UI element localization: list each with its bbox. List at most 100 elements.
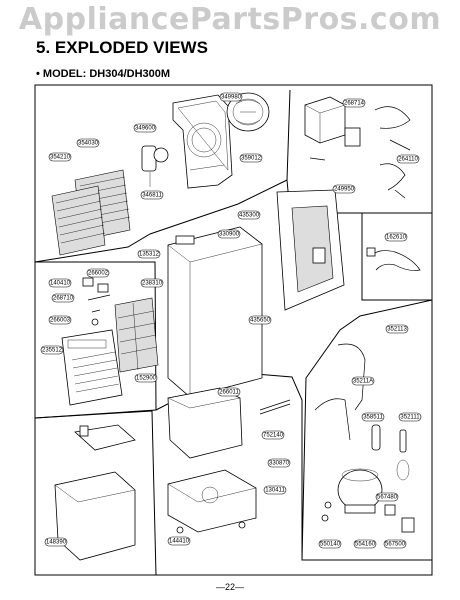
part-number-label: 752140 [263, 432, 284, 438]
part-callout-554160: 554160 [353, 539, 377, 549]
region-boundary-bucket [34, 410, 157, 576]
part-number-label: 148390 [46, 539, 67, 545]
region-boundary-cord [361, 213, 432, 301]
part-callout-330870: 330870 [267, 458, 291, 468]
part-callout-249950: 249950 [332, 184, 356, 194]
part-number-label: 264110 [398, 156, 418, 162]
part-number-label: 354030 [78, 140, 99, 146]
part-number-label: 140410 [50, 280, 71, 286]
part-number-label: 330900 [219, 231, 240, 237]
part-number-label: 358511 [363, 414, 383, 420]
part-callout-349600: 349600 [133, 123, 157, 133]
part-callout-140410: 140410 [48, 278, 72, 288]
capillary-parts [371, 424, 410, 481]
fan-shroud [226, 92, 270, 132]
drain-rod [259, 399, 291, 415]
part-number-label: 152900 [136, 375, 157, 381]
part-labels: 349980 349600 354030 354210 359012 346811 2687… [40, 92, 422, 549]
part-callout-135312: 135312 [137, 249, 161, 259]
part-number-label: 349600 [135, 125, 156, 131]
part-number-label: 352111 [400, 414, 420, 420]
region-boundary-fan [34, 89, 291, 263]
wire-harness [309, 106, 411, 199]
part-callout-330900: 330900 [217, 229, 241, 239]
part-number-label: 349980 [221, 94, 242, 100]
part-number-label: 249950 [334, 186, 355, 192]
part-number-label: 268714 [344, 100, 365, 106]
fan-housing [172, 94, 233, 189]
compressor [337, 468, 383, 514]
part-callout-162610: 162610 [384, 232, 408, 242]
part-number-label: 567500 [385, 541, 406, 547]
part-callout-238310: 238310 [140, 278, 164, 288]
part-callout-354210: 354210 [48, 152, 72, 162]
part-callout-358511: 358511 [361, 412, 385, 422]
part-callout-266011: 266011 [217, 387, 241, 397]
region-boundary-refrigeration [301, 299, 433, 561]
drain-pan [167, 387, 243, 459]
part-callout-359012: 359012 [239, 153, 263, 163]
part-number-label: 130411 [265, 487, 285, 493]
water-bucket [54, 471, 136, 561]
part-number-label: 268710 [53, 295, 74, 301]
part-callout-266003: 266003 [48, 315, 72, 325]
part-callout-567500: 567500 [383, 539, 407, 549]
part-callout-752140: 752140 [261, 430, 285, 440]
part-number-label: 550140 [320, 541, 341, 547]
part-callout-268714: 268714 [342, 98, 366, 108]
page-number: —22— [215, 582, 244, 592]
part-number-label: 144410 [169, 538, 190, 544]
part-callout-550140: 550140 [318, 539, 342, 549]
page-title: 5. EXPLODED VIEWS [36, 38, 208, 57]
part-callout-144410: 144410 [167, 536, 191, 546]
control-box [304, 96, 361, 147]
part-number-label: 346811 [142, 192, 162, 198]
part-number-label: 435300 [239, 212, 260, 218]
part-callout-130411: 130411 [263, 485, 287, 495]
part-number-label: 266011 [219, 389, 239, 395]
part-callout-268710: 268710 [51, 293, 75, 303]
part-callout-435300: 435300 [237, 210, 261, 220]
cabinet-case [167, 226, 263, 398]
part-number-label: 435650 [250, 317, 271, 323]
power-cord [366, 247, 421, 271]
part-number-label: 354210 [50, 154, 71, 160]
air-filter [114, 297, 159, 373]
part-callout-349980: 349980 [219, 92, 243, 102]
part-callout-35211a: 35211A [351, 376, 375, 386]
part-callout-264110: 264110 [396, 154, 420, 164]
part-number-label: 330870 [269, 460, 290, 466]
part-callout-354030: 354030 [76, 138, 100, 148]
refrigerant-tubing [314, 343, 366, 441]
control-panel-parts [82, 277, 111, 326]
part-number-label: 266002 [88, 270, 109, 276]
evaporator-coil [51, 185, 106, 256]
part-number-label: 352113 [387, 326, 407, 332]
part-callout-352111: 352111 [398, 412, 422, 422]
part-callout-266002: 266002 [86, 268, 110, 278]
part-callout-435650: 435650 [248, 315, 272, 325]
part-number-label: 554160 [355, 541, 376, 547]
front-panel [61, 329, 123, 406]
part-number-label: 567480 [377, 494, 398, 500]
model-heading: • MODEL: DH304/DH300M [36, 68, 171, 80]
bucket-cover [74, 424, 136, 451]
part-number-label: 135312 [139, 251, 160, 257]
part-number-label: 238310 [142, 280, 163, 286]
fan-motor [141, 145, 169, 187]
outer-frame [34, 84, 433, 576]
part-callout-352113: 352113 [385, 324, 409, 334]
part-callout-152900: 152900 [134, 373, 158, 383]
base-plate [167, 469, 257, 534]
watermark-text: AppliancePartsPros.com [18, 2, 442, 37]
part-number-label: 266003 [50, 317, 71, 323]
part-number-label: 35211A [353, 378, 373, 384]
part-callout-148390: 148390 [44, 537, 68, 547]
part-number-label: 359012 [241, 155, 262, 161]
part-number-label: 235512 [42, 347, 63, 353]
part-number-label: 162610 [386, 234, 407, 240]
part-callout-235512: 235512 [40, 345, 64, 355]
part-callout-567480: 567480 [375, 492, 399, 502]
part-callout-346811: 346811 [140, 190, 164, 200]
